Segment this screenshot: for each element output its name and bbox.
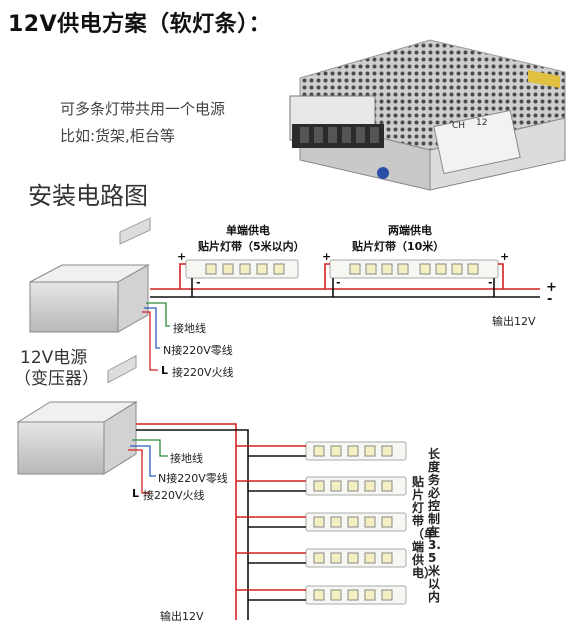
ground-wire-label: 接地线 (173, 322, 206, 335)
ground-wire-label: 接地线 (170, 452, 203, 465)
led-strip-list (236, 441, 407, 605)
psu-label-ch: CH (452, 121, 466, 131)
neutral-wire-label: N接220V零线 (163, 344, 233, 357)
strip-single-subtitle: 贴片灯带（5米以内） (198, 240, 305, 253)
wire-black-negative-1 (150, 278, 540, 298)
psu-name: 12V电源 (20, 348, 88, 368)
ac-wires-1 (142, 302, 170, 371)
minus-sign: - (336, 276, 341, 289)
length-note: 长度务必控制在3.5米以内 (428, 447, 441, 604)
psu-product-photo (289, 39, 566, 191)
strip-single-title: 单端供电 (226, 224, 270, 237)
led-strip-single-end (185, 259, 299, 279)
wire-red-positive-1 (150, 263, 540, 290)
led-strip (236, 548, 407, 568)
output-12v-label: 输出12V (492, 315, 536, 328)
psu-box-2 (16, 354, 138, 475)
install-heading: 安装电路图 (28, 182, 148, 210)
plus-sign: + (500, 250, 510, 263)
bus-wires-2 (136, 423, 249, 620)
plus-sign: + (177, 250, 187, 263)
live-prefix: L (161, 364, 169, 377)
minus-sign: - (488, 276, 493, 289)
strip-double-subtitle: 贴片灯带（10米） (352, 240, 445, 253)
plus-sign: + (546, 280, 557, 295)
neutral-wire-label: N接220V零线 (158, 472, 228, 485)
plus-sign: + (322, 250, 332, 263)
psu-terminal-block (292, 124, 384, 148)
diagram1 (29, 217, 540, 371)
psu-label-num: 12 (476, 118, 488, 128)
live-wire-label: 接220V火线 (172, 366, 234, 379)
led-strip (236, 476, 407, 496)
led-strip (236, 441, 407, 461)
diagram2 (16, 354, 407, 620)
page-title: 12V供电方案（软灯条）： (8, 12, 272, 37)
output-12v-label: 输出12V (160, 610, 204, 623)
psu-subname: （变压器） (14, 369, 99, 389)
led-strip (236, 512, 407, 532)
strip-double-title: 两端供电 (388, 224, 432, 237)
psu-box-1 (29, 217, 151, 333)
ac-wires-2 (128, 439, 168, 494)
description-line-2: 比如:货架,柜台等 (60, 127, 175, 145)
live-prefix: L (132, 487, 140, 500)
minus-sign: - (547, 292, 553, 307)
minus-sign: - (196, 276, 201, 289)
strip-note: 贴片灯带（单端供电） (412, 475, 437, 580)
description-line-1: 可多条灯带共用一个电源 (60, 100, 226, 118)
led-strip-double-end (329, 259, 499, 279)
led-strip (236, 585, 407, 605)
live-wire-label: 接220V火线 (143, 489, 205, 502)
